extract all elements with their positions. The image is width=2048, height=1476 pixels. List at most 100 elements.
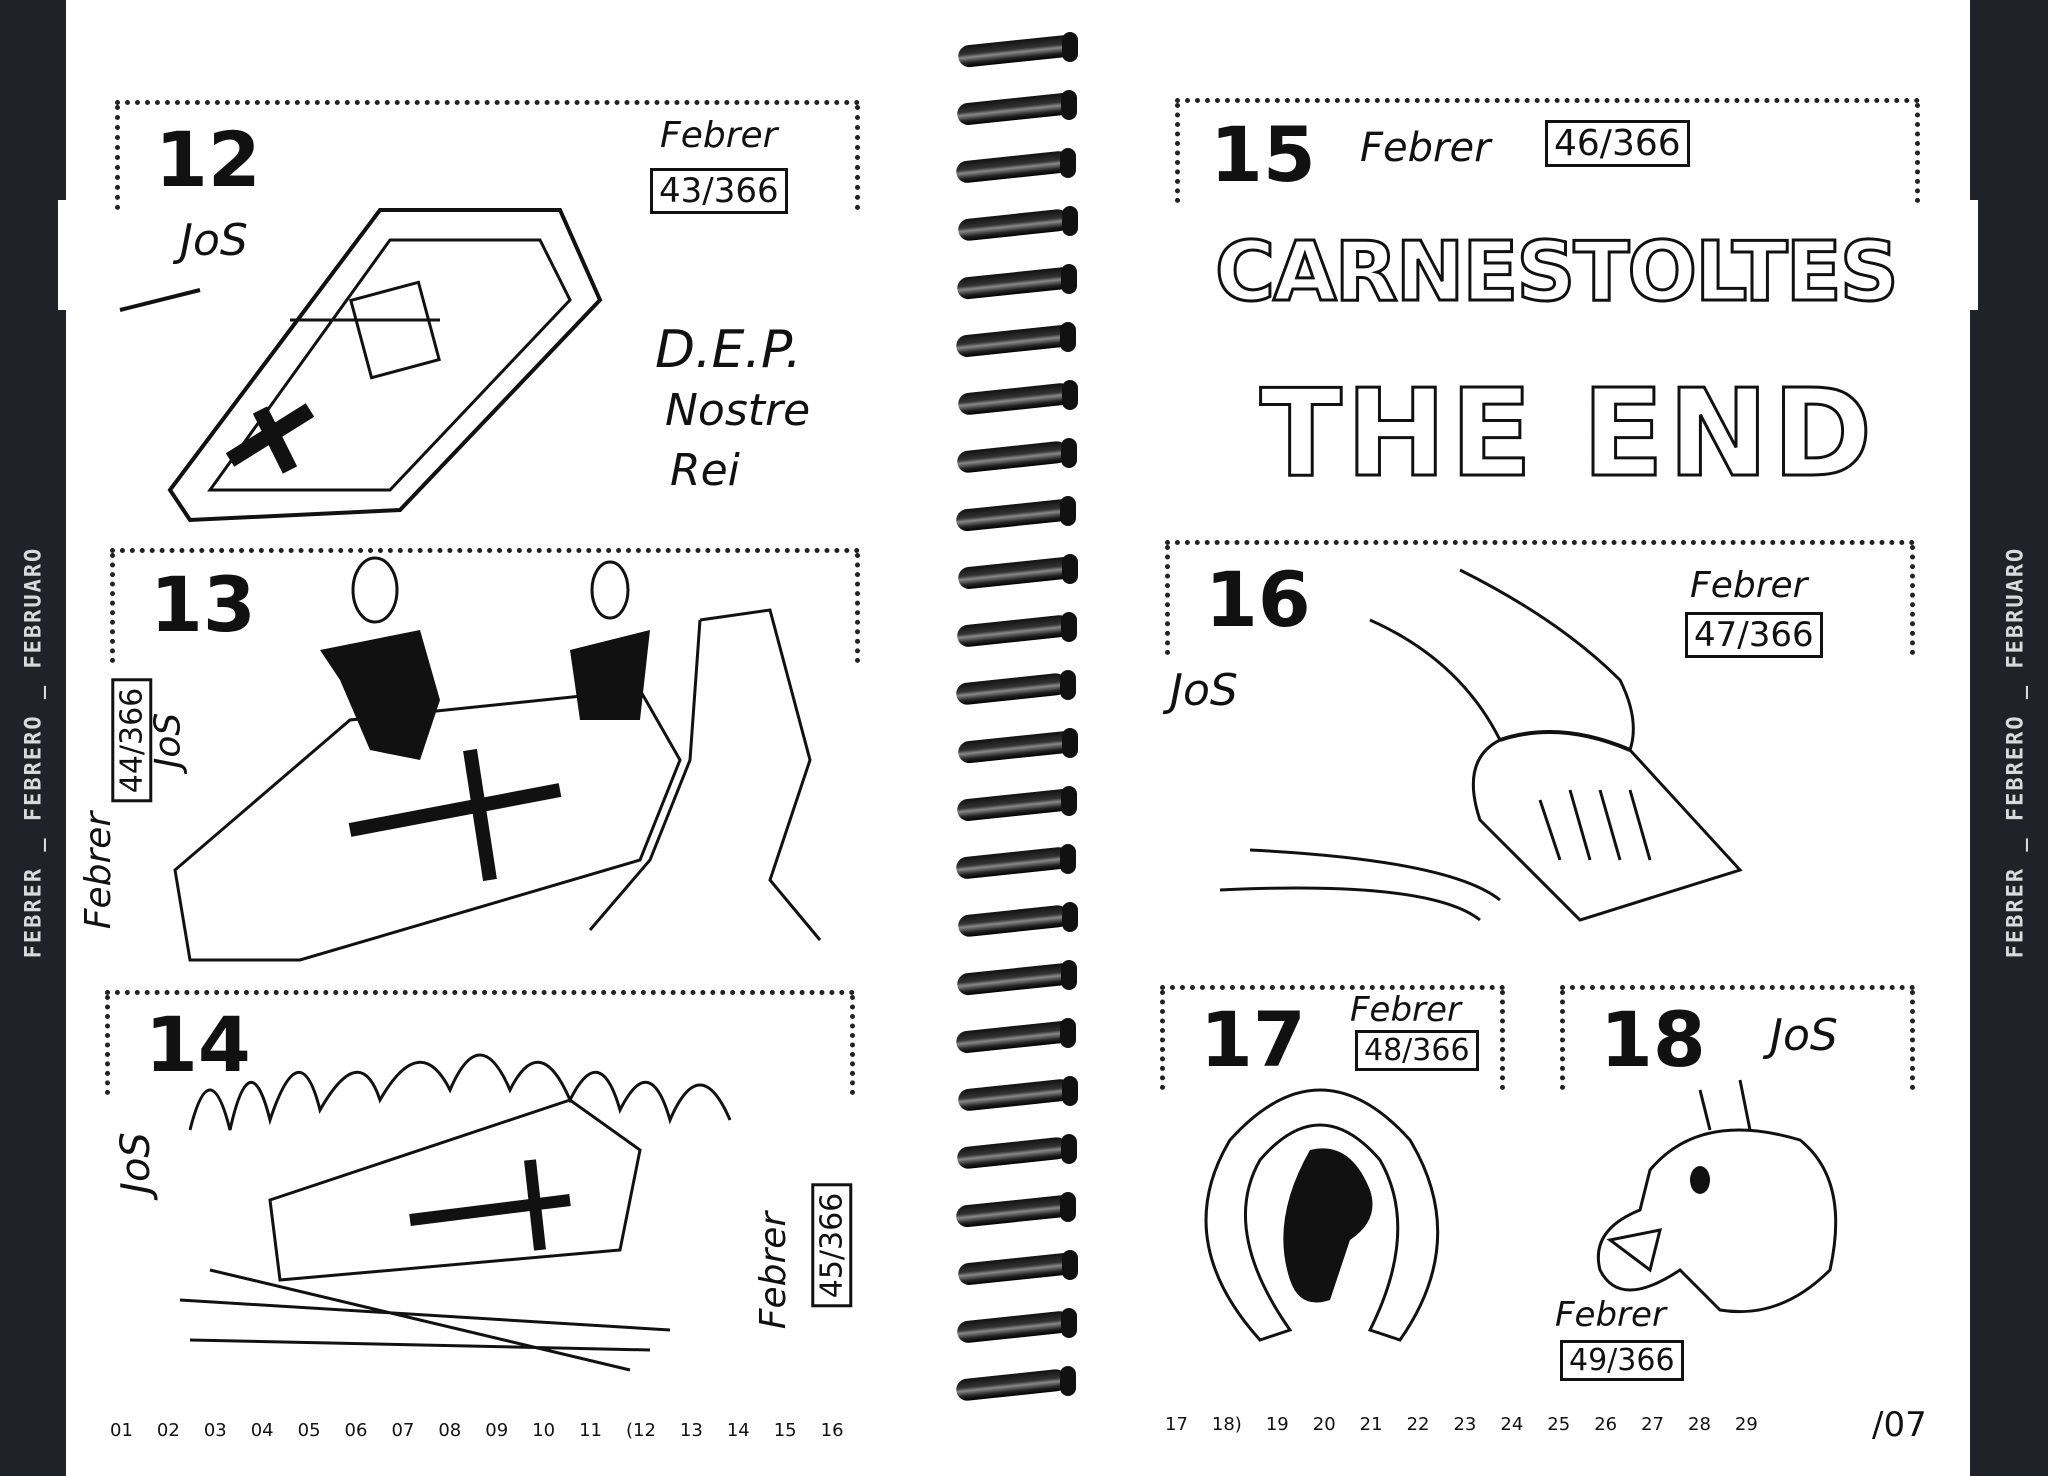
day-17-month: Febrer [1350, 990, 1461, 1030]
spiral-hole [1060, 1018, 1076, 1048]
footer-day: 25 [1547, 1414, 1571, 1435]
footer-day: 29 [1734, 1414, 1758, 1435]
day-17-number: 17 [1200, 995, 1306, 1084]
spiral-hole [1061, 786, 1077, 816]
footer-day: 06 [344, 1420, 368, 1441]
footer-day: 13 [679, 1420, 703, 1441]
spiral-hole [1060, 1366, 1076, 1396]
day-15-box [1175, 98, 1920, 203]
footer-day: 20 [1312, 1414, 1336, 1435]
day-13-box [110, 548, 860, 663]
shaving-brush-drawing [1219, 568, 1743, 922]
footer-left-day-strip: 01 02 03 04 05 06 07 08 09 10 11 (12 13 14 15 16 [110, 1420, 868, 1441]
right-spine-notch [1968, 200, 1978, 310]
footer-day: 03 [203, 1420, 227, 1441]
day-16-box [1165, 540, 1915, 655]
spiral-hole [1060, 670, 1076, 700]
footer-day: 19 [1265, 1414, 1289, 1435]
spiral-hole [1062, 1076, 1078, 1106]
spiral-hole [1062, 380, 1078, 410]
spiral-hole [1060, 844, 1076, 874]
day-12-month: Febrer [660, 115, 778, 156]
page-number: /07 [1872, 1405, 1927, 1445]
day-12-text-2: Nostre [665, 385, 811, 436]
spiral-hole [1061, 1308, 1077, 1338]
footer-day: 01 [110, 1420, 133, 1441]
footer-day: 04 [250, 1420, 274, 1441]
day-18-month: Febrer [1555, 1295, 1666, 1335]
footer-day: 16 [820, 1420, 844, 1441]
footer-day: 11 [579, 1420, 602, 1441]
footer-day: 08 [438, 1420, 462, 1441]
left-spine-label: FEBRER _ FEBRERO _ FEBRUARO [21, 546, 47, 959]
footer-day: 10 [532, 1420, 556, 1441]
spiral-hole [1062, 206, 1078, 236]
spiral-hole [1061, 960, 1077, 990]
footer-day: 22 [1406, 1414, 1430, 1435]
day-12-signature: JoS [180, 215, 248, 266]
footer-right-day-strip: 17 18) 19 20 21 22 23 24 25 26 27 28 29 [1165, 1414, 1782, 1435]
burning-coffin-drawing [179, 1053, 732, 1372]
footer-day: 23 [1453, 1414, 1477, 1435]
day-12-text-1: D.E.P. [655, 320, 802, 380]
left-page [66, 0, 966, 1476]
footer-day: 02 [156, 1420, 180, 1441]
footer-day: 05 [297, 1420, 321, 1441]
footer-day: 21 [1359, 1414, 1383, 1435]
footer-day: 07 [391, 1420, 415, 1441]
footer-day: 18) [1211, 1414, 1242, 1435]
coffin-and-figures-drawing [173, 556, 822, 962]
footer-day: 27 [1641, 1414, 1664, 1435]
day-13-number: 13 [150, 560, 256, 649]
footer-day: 26 [1594, 1414, 1618, 1435]
day-17-box [1160, 985, 1505, 1090]
day-15-number: 15 [1210, 110, 1316, 199]
day-18-count: 49/366 [1560, 1340, 1684, 1381]
day-15-month: Febrer [1360, 125, 1491, 171]
day-18-box [1560, 985, 1915, 1090]
day-15-count: 46/366 [1545, 120, 1690, 167]
coffin-with-king-drawing [119, 208, 603, 523]
spiral-hole [1061, 1134, 1077, 1164]
footer-day: 17 [1165, 1414, 1188, 1435]
footer-day: 24 [1500, 1414, 1524, 1435]
day-17-count: 48/366 [1355, 1030, 1479, 1071]
spiral-hole [1061, 90, 1077, 120]
spiral-hole [1060, 496, 1076, 526]
footer-day: 09 [485, 1420, 509, 1441]
spiral-hole [1060, 148, 1076, 178]
footer-day: (12 [625, 1420, 656, 1441]
day-14-box [105, 990, 855, 1095]
right-page [1140, 0, 1970, 1476]
spiral-hole [1061, 438, 1077, 468]
day-12-box [115, 100, 860, 215]
left-spine-notch [58, 200, 66, 310]
spiral-hole [1061, 612, 1077, 642]
day-13-month: Febrer [78, 811, 120, 930]
footer-day: 15 [773, 1420, 797, 1441]
cartoon-horse-drawing [1596, 1079, 1838, 1314]
footer-day: 14 [726, 1420, 750, 1441]
spiral-hole [1060, 322, 1076, 352]
day-16-month: Febrer [1690, 565, 1808, 606]
spiral-hole [1062, 902, 1078, 932]
day-16-signature: JoS [1170, 665, 1238, 716]
day-16-number: 16 [1205, 555, 1311, 644]
footer-day: 28 [1688, 1414, 1711, 1435]
day-16-count: 47/366 [1685, 612, 1823, 658]
right-spine: FEBRER _ FEBRERO _ FEBRUARO [1968, 0, 2048, 1476]
day-14-count: 45/366 [811, 1183, 853, 1308]
spiral-hole [1061, 264, 1077, 294]
spiral-hole [1062, 32, 1078, 62]
spiral-hole [1060, 1192, 1076, 1222]
horseshoe-horse-drawing [1204, 1088, 1440, 1342]
day-12-number: 12 [155, 115, 261, 204]
right-spine-label: FEBRER _ FEBRERO _ FEBRUARO [2003, 546, 2029, 959]
spiral-hole [1062, 1250, 1078, 1280]
spiral-hole [1062, 728, 1078, 758]
day-12-text-3: Rei [670, 445, 740, 496]
day-18-signature: JoS [1770, 1010, 1838, 1061]
day-15-title-1: CARNESTOLTES [1214, 224, 1901, 322]
day-12-count: 43/366 [650, 168, 788, 214]
day-14-number: 14 [145, 1000, 251, 1089]
